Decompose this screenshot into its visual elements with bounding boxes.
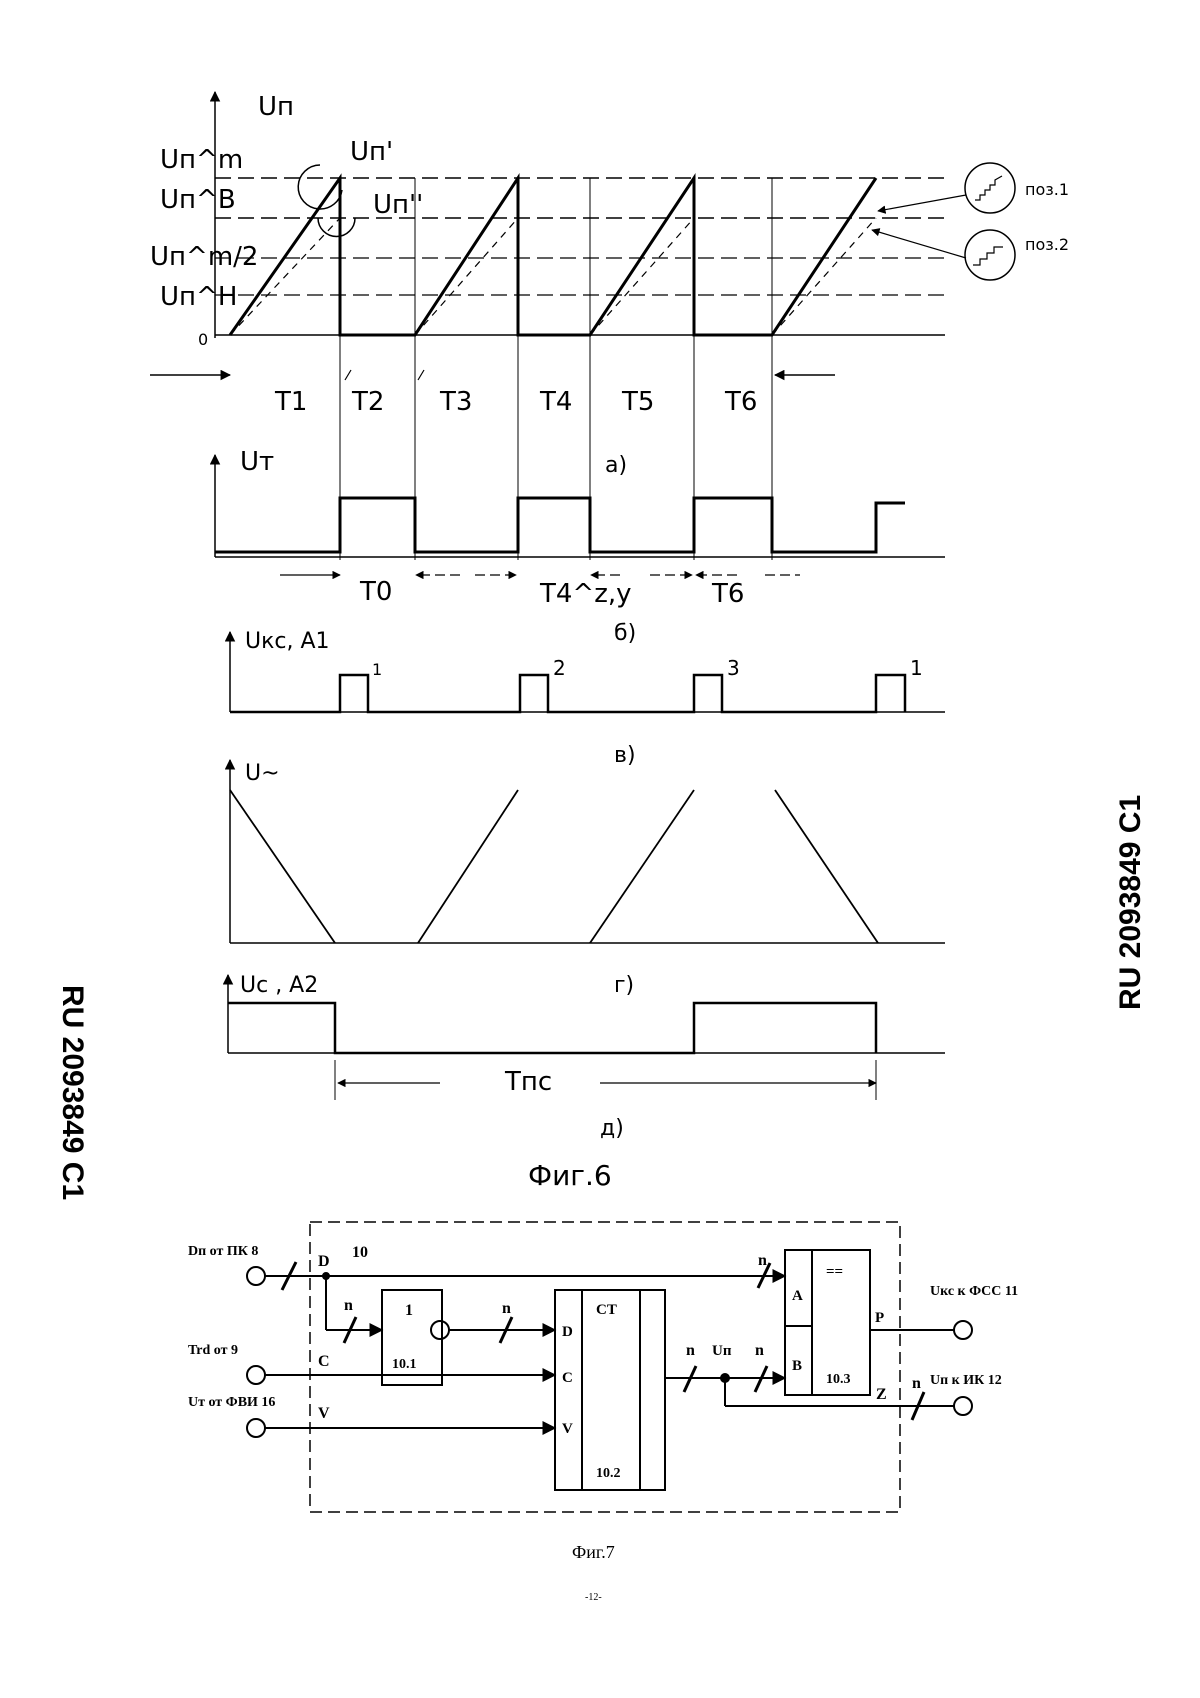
inverter-symbol: 1	[405, 1302, 413, 1319]
uc-waveform	[228, 1003, 876, 1053]
period-label-5: T5	[621, 387, 654, 417]
bus-n-4: n	[755, 1342, 764, 1359]
pos1-label: поз.1	[1025, 180, 1069, 199]
input-terminal-3	[247, 1419, 265, 1437]
t6-label: T6	[711, 579, 744, 609]
side-label-left: RU 2093849 C1	[56, 985, 89, 1200]
input-terminal-1	[247, 1267, 265, 1285]
axis-a-label: Uп	[258, 92, 294, 122]
diagram-d	[228, 975, 945, 1100]
triangle-ramps	[230, 790, 878, 943]
pulse-number-4: 1	[910, 656, 923, 680]
node-un-label: Uп	[712, 1343, 732, 1359]
comp-symbol: ==	[826, 1264, 843, 1280]
figure-6-caption: Фиг.6	[528, 1159, 612, 1192]
counter-pin-d: D	[562, 1324, 573, 1340]
t4zy-label: T4^z,y	[539, 579, 632, 609]
bus-n-6: n	[912, 1375, 921, 1392]
zero-label: 0	[198, 330, 208, 349]
diagram-b	[215, 455, 945, 575]
input3-label: Uт от ФВИ 16	[188, 1395, 275, 1410]
pos2-circle	[965, 230, 1015, 280]
node-z-label: Z	[876, 1386, 887, 1403]
period-label-2: T2	[351, 387, 384, 417]
pos1-leader	[878, 195, 966, 211]
output2-label: Uп к ИК 12	[930, 1373, 1002, 1388]
output1-label: Uкс к ФСС 11	[930, 1284, 1018, 1299]
side-label-right: RU 2093849 C1	[1114, 795, 1147, 1010]
period-label-4: T4	[539, 387, 572, 417]
pulse-number-3: 3	[727, 656, 740, 680]
t0-label: T0	[359, 577, 392, 607]
bus-n-3: n	[686, 1342, 695, 1359]
period-ticks	[345, 370, 424, 380]
figure-7-caption: Фиг.7	[572, 1542, 615, 1562]
comp-pin-p: P	[875, 1310, 884, 1326]
sub-label-b: б)	[614, 621, 636, 646]
bus-n-5: n	[758, 1252, 767, 1269]
period-label-6: T6	[724, 387, 757, 417]
level-h-label: Uп^H	[160, 282, 237, 312]
sub-label-d: д)	[600, 1116, 624, 1141]
pin-v: V	[318, 1405, 330, 1422]
pos2-leader	[872, 230, 966, 258]
pulse-number-2: 2	[553, 656, 566, 680]
diagram-v	[230, 632, 945, 712]
counter-pin-v: V	[562, 1421, 573, 1437]
input-terminal-2	[247, 1366, 265, 1384]
diagram-g	[230, 760, 945, 943]
inverter-bubble	[431, 1321, 449, 1339]
inverter-id: 10.1	[392, 1357, 417, 1372]
sub-label-a: а)	[605, 453, 627, 478]
figure-7-labels: Dп от ПК 8 10 D n 1 10.1 n D CT C V 10.2…	[188, 1244, 1018, 1603]
comp-pin-a: A	[792, 1288, 803, 1304]
page-number: -12-	[585, 1592, 602, 1603]
bus-n-2: n	[502, 1300, 511, 1317]
level-half-label: Uп^m/2	[150, 242, 258, 272]
pos2-label: поз.2	[1025, 235, 1069, 254]
ut-waveform	[215, 498, 905, 552]
pin-c: C	[318, 1353, 330, 1370]
figure-6-labels: Uп Uп^m Uп^B Uп^m/2 Uп^H 0 Uп' Uп'' поз.…	[150, 92, 1069, 1192]
tpc-label: Tпс	[504, 1067, 552, 1097]
counter-id: 10.2	[596, 1466, 621, 1481]
curve2-label: Uп''	[373, 190, 423, 220]
pulse-number-1: 1	[372, 660, 382, 679]
staircase-curve	[230, 218, 876, 335]
pos2-glyph	[973, 247, 1003, 265]
period-guides	[340, 178, 772, 560]
axis-d-label: Uс , A2	[240, 973, 318, 998]
bus-n-1: n	[344, 1297, 353, 1314]
output-terminal-1	[954, 1321, 972, 1339]
ukc-waveform	[230, 675, 905, 712]
sub-label-v: в)	[614, 743, 636, 768]
axis-b-label: Uт	[240, 447, 274, 477]
comp-id: 10.3	[826, 1372, 851, 1387]
comp-pin-b: B	[792, 1358, 802, 1374]
counter-pin-c: C	[562, 1370, 573, 1386]
sub-label-g: г)	[614, 973, 634, 998]
diagram-a	[150, 92, 1015, 560]
pin-d: D	[318, 1253, 330, 1270]
axis-v-label: Uкс, A1	[245, 629, 330, 654]
counter-title: CT	[596, 1302, 617, 1318]
input1-label: Dп от ПК 8	[188, 1244, 258, 1259]
level-b-label: Uп^B	[160, 185, 236, 215]
curve1-label: Uп'	[350, 137, 393, 167]
callout-arc-2	[318, 218, 355, 237]
output-terminal-2	[954, 1397, 972, 1415]
counter-block	[555, 1290, 665, 1490]
pos1-glyph	[975, 176, 1002, 200]
block-number: 10	[352, 1244, 368, 1261]
axis-g-label: U~	[245, 761, 280, 786]
period-label-1: T1	[274, 387, 307, 417]
level-m-label: Uп^m	[160, 145, 243, 175]
input2-label: Trd от 9	[188, 1343, 238, 1358]
sawtooth-curve	[230, 178, 876, 335]
period-label-3: T3	[439, 387, 472, 417]
